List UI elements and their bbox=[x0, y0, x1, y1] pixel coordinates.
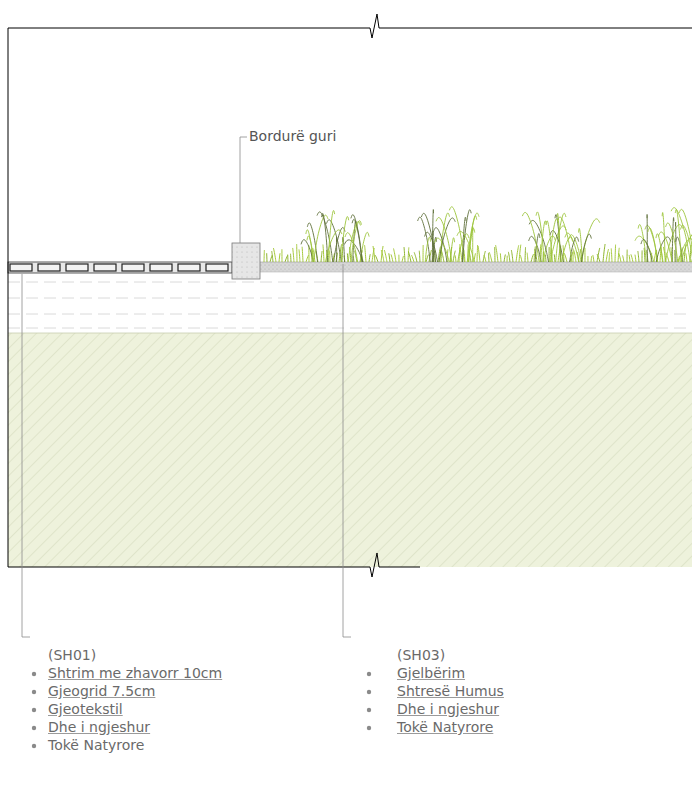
layer-label: (SH03) bbox=[397, 647, 445, 664]
layer-label: Gjeotekstil bbox=[48, 701, 123, 718]
bullets bbox=[32, 672, 371, 748]
layer-label: Gjeogrid 7.5cm bbox=[48, 683, 155, 700]
leader-lines bbox=[22, 137, 351, 637]
layer-label: Tokë Natyrore bbox=[397, 719, 493, 736]
bullet bbox=[32, 708, 36, 712]
compacted-soil bbox=[8, 272, 692, 333]
bullet bbox=[32, 672, 36, 676]
gravel-paving bbox=[8, 262, 232, 273]
layer-label: Shtrim me zhavorr 10cm bbox=[48, 665, 222, 682]
layer-label: Gjelbërim bbox=[397, 665, 465, 682]
layer-label: (SH01) bbox=[48, 647, 96, 664]
geogrid-cells bbox=[10, 264, 228, 271]
compacted-dashes bbox=[8, 282, 692, 328]
frame bbox=[8, 14, 692, 577]
callout-label: Bordurë guri bbox=[249, 128, 336, 145]
layer-label: Dhe i ngjeshur bbox=[48, 719, 150, 736]
layer-label: Dhe i ngjeshur bbox=[397, 701, 499, 718]
bullet bbox=[32, 690, 36, 694]
layer-label: Tokë Natyrore bbox=[48, 737, 144, 754]
bullet bbox=[367, 690, 371, 694]
humus-layer bbox=[260, 262, 692, 272]
stone-curb bbox=[232, 243, 260, 279]
bullet bbox=[32, 726, 36, 730]
bullet bbox=[367, 708, 371, 712]
bullet bbox=[367, 672, 371, 676]
layer-label: Shtresë Humus bbox=[397, 683, 504, 700]
grass bbox=[264, 207, 692, 262]
soil-hatch bbox=[8, 333, 692, 567]
bullet bbox=[367, 726, 371, 730]
natural-soil bbox=[8, 333, 692, 567]
bullet bbox=[32, 744, 36, 748]
